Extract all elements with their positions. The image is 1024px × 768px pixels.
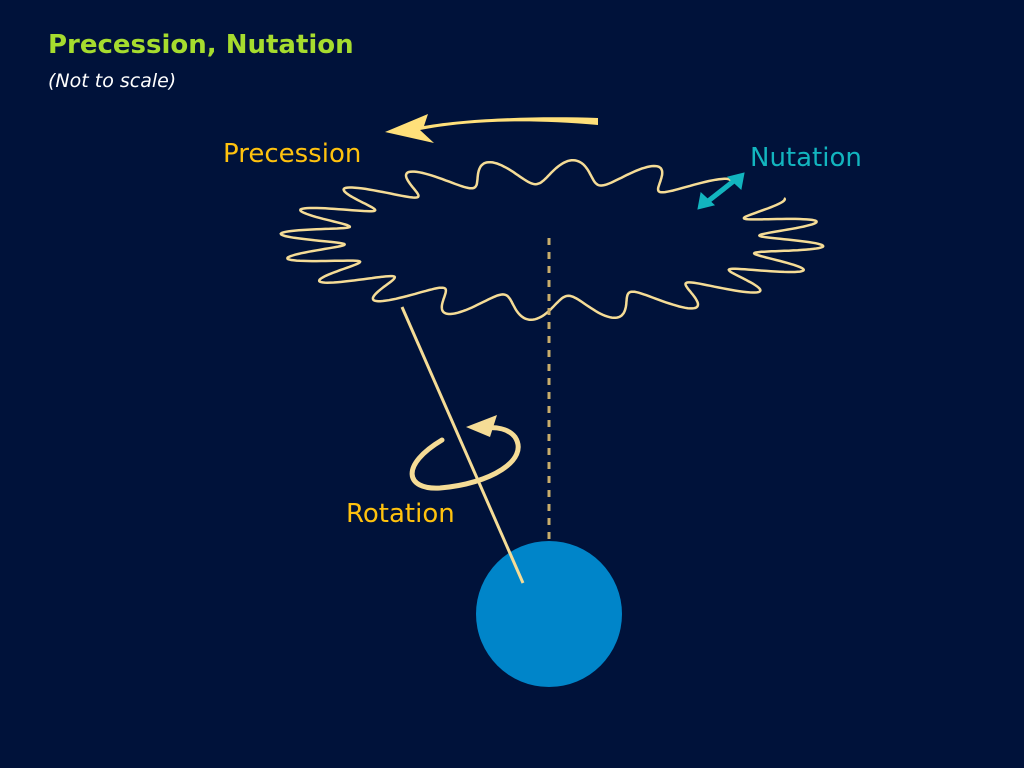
rotation-label: Rotation bbox=[346, 499, 455, 529]
diagram-subtitle: (Not to scale) bbox=[48, 70, 177, 92]
earth bbox=[476, 541, 622, 687]
precession-arrow bbox=[385, 114, 598, 143]
rotation-axis bbox=[400, 306, 525, 584]
nutation-wobble-path bbox=[279, 158, 825, 322]
rotation-arrow-icon bbox=[409, 415, 521, 491]
nutation-label: Nutation bbox=[750, 143, 862, 173]
diagram-title: Precession, Nutation bbox=[48, 30, 354, 60]
precession-label: Precession bbox=[223, 139, 362, 169]
nutation-double-arrow-icon bbox=[697, 172, 745, 210]
